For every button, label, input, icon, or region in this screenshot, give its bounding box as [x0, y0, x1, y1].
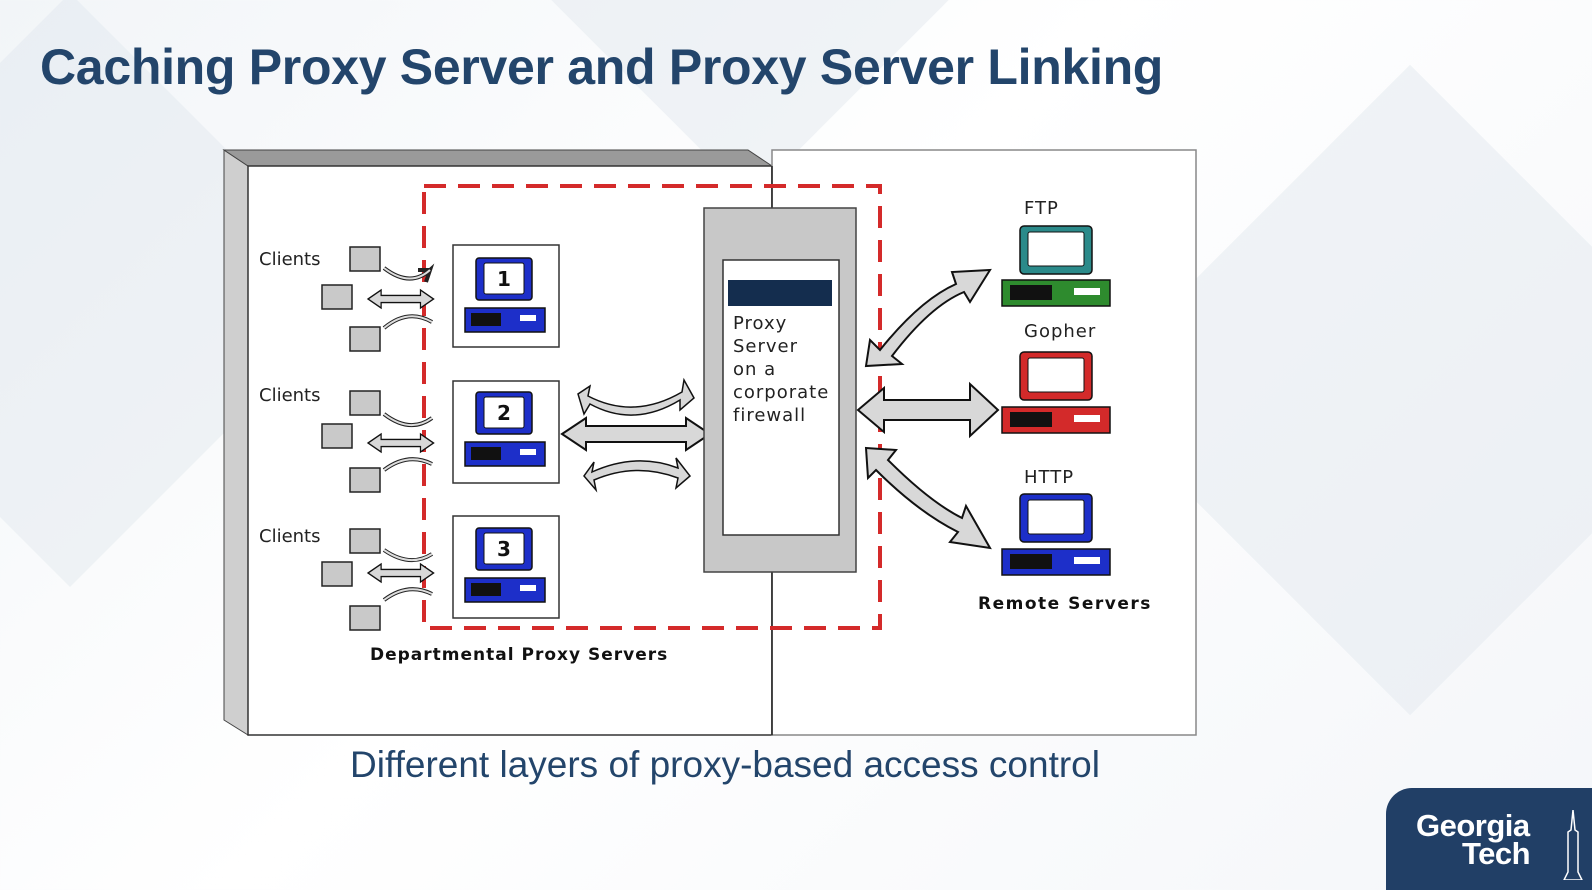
- logo-line-1: Georgia: [1416, 808, 1530, 843]
- firewall-proxy-line: on a: [733, 359, 776, 380]
- client-group-1: Clients: [259, 246, 435, 352]
- remote-server-http: HTTP: [1001, 467, 1111, 576]
- departmental-label: Departmental Proxy Servers: [370, 645, 668, 665]
- clients-label: Clients: [259, 385, 321, 406]
- redaction-bar: [728, 280, 832, 306]
- remote-server-label: FTP: [1024, 198, 1059, 219]
- firewall-proxy-line: firewall: [733, 405, 806, 426]
- client-computer: [349, 605, 381, 631]
- client-computer: [349, 390, 381, 416]
- departmental-proxy-server-1: 1: [452, 244, 560, 348]
- slide-caption: Different layers of proxy-based access c…: [350, 744, 1100, 785]
- client-computer: [349, 326, 381, 352]
- client-computer: [321, 561, 353, 587]
- intranet-boundary: [422, 184, 882, 630]
- client-group-2: Clients: [259, 385, 435, 493]
- remote-servers-label: Remote Servers: [978, 594, 1152, 614]
- clients-label: Clients: [259, 526, 321, 547]
- firewall-proxy-label: Proxy Server on a corporate firewall: [733, 313, 836, 426]
- firewall-proxy-server: Proxy Server on a corporate firewall: [703, 207, 857, 573]
- clients-label: Clients: [259, 249, 321, 270]
- departmental-proxy-server-3: 3: [452, 515, 560, 619]
- firewall-proxy-line: Server: [733, 336, 798, 357]
- slide-title: Caching Proxy Server and Proxy Server Li…: [40, 39, 1164, 95]
- client-computer: [321, 284, 353, 310]
- remote-server-ftp: FTP: [1001, 198, 1111, 307]
- firewall-to-remote-arrows: [856, 268, 1000, 550]
- georgia-tech-logo: Georgia Tech: [1386, 788, 1592, 890]
- firewall-proxy-line: corporate: [733, 382, 829, 403]
- client-computer: [349, 528, 381, 554]
- remote-server-gopher: Gopher: [1001, 321, 1111, 434]
- remote-server-label: HTTP: [1024, 467, 1074, 488]
- logo-line-2: Tech: [1462, 836, 1531, 871]
- client-computer: [349, 246, 381, 272]
- server-number: 2: [497, 401, 511, 425]
- client-computer: [321, 423, 353, 449]
- tower-icon: [1563, 810, 1583, 880]
- server-number: 1: [497, 267, 511, 291]
- client-group-3: Clients: [259, 526, 435, 631]
- dept-to-firewall-arrows: [560, 377, 712, 493]
- firewall-proxy-line: Proxy: [733, 313, 787, 334]
- server-number: 3: [497, 537, 511, 561]
- client-computer: [349, 467, 381, 493]
- remote-server-label: Gopher: [1024, 321, 1096, 342]
- departmental-proxy-server-2: 2: [452, 380, 560, 484]
